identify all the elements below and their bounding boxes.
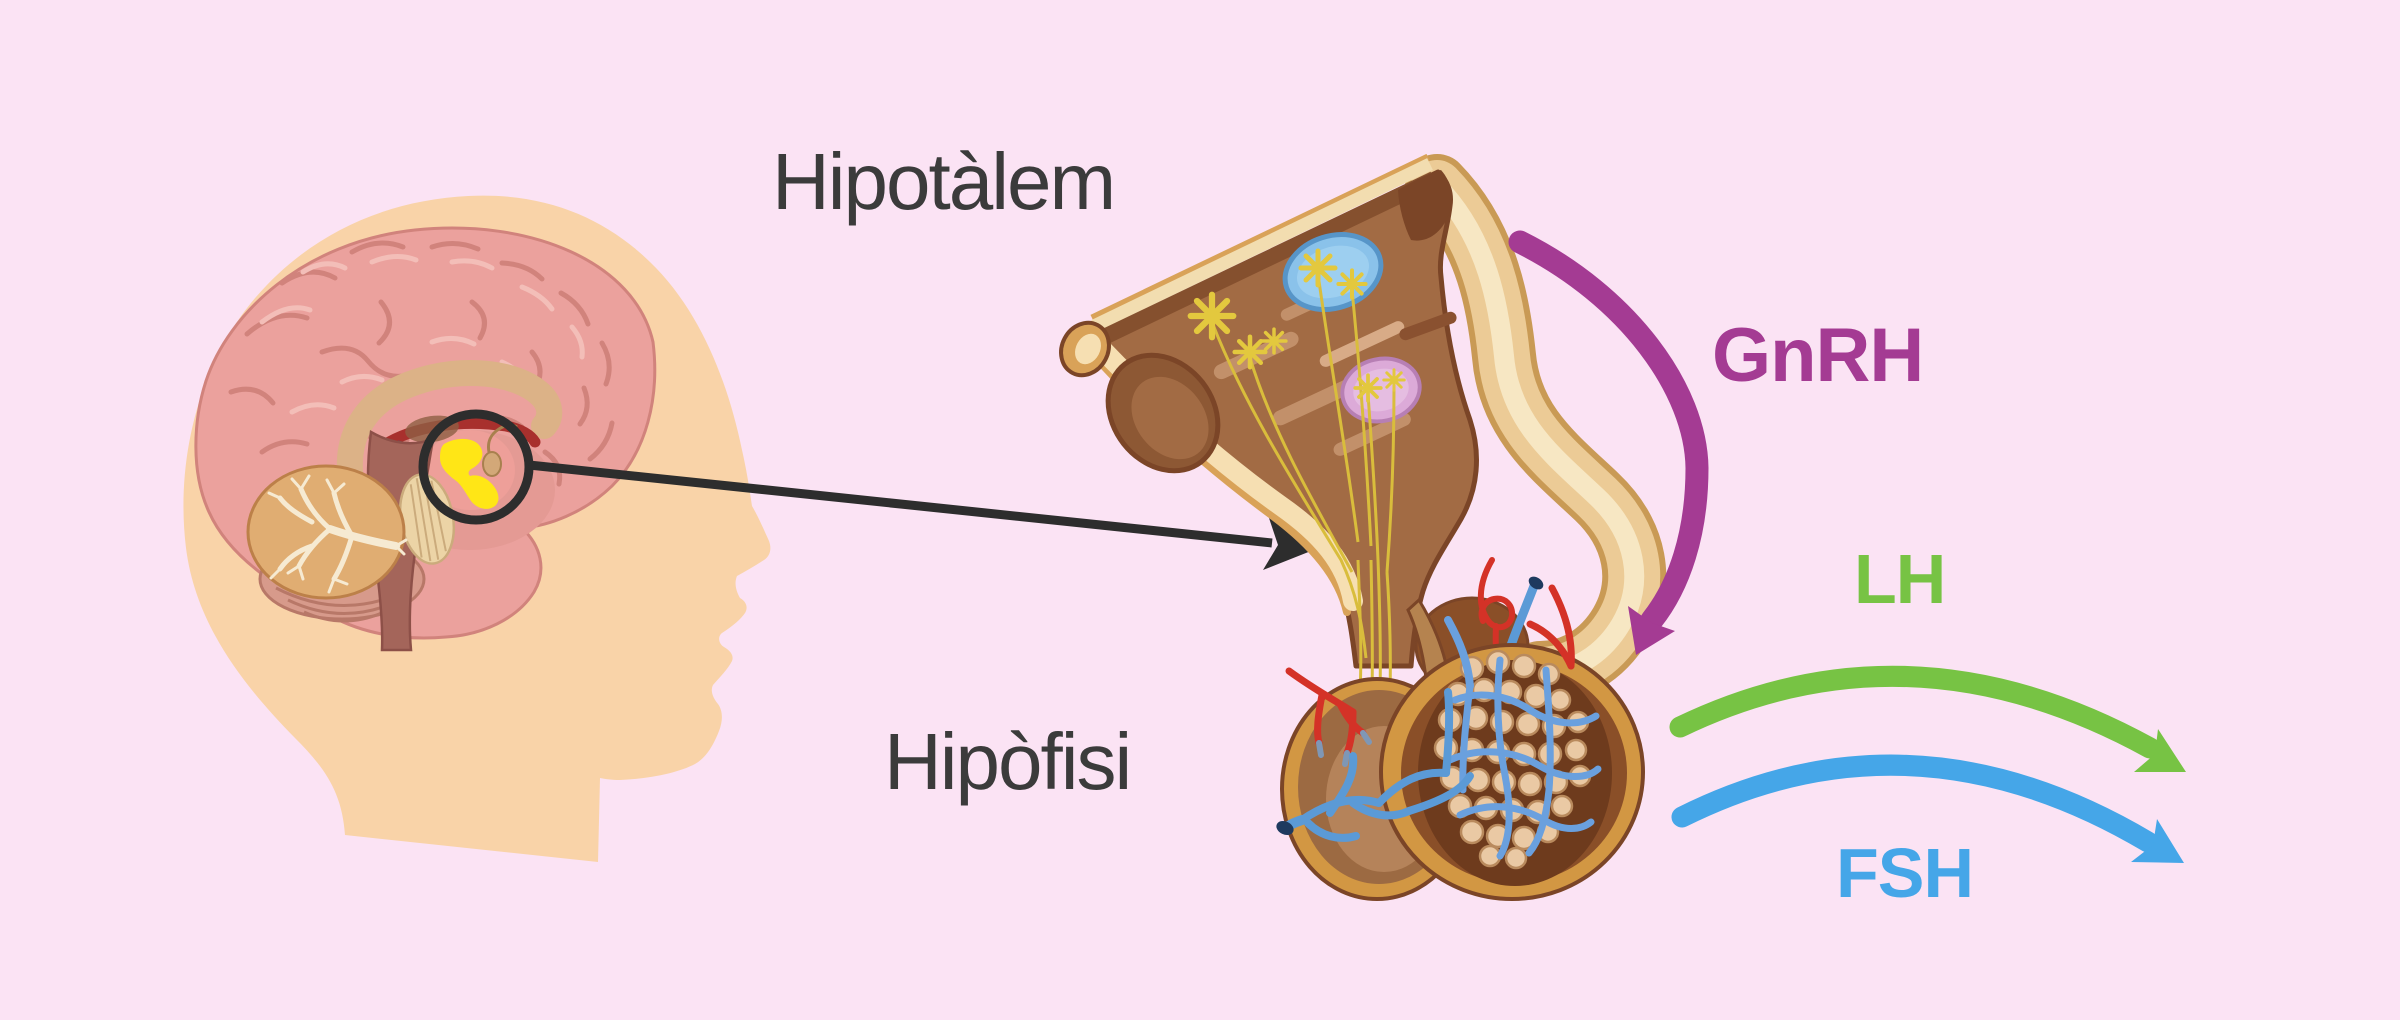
lh-arrow-shaft	[1669, 665, 2161, 759]
fsh-arrow	[1671, 754, 2184, 863]
pituitary-label: Hipòfisi	[884, 717, 1132, 806]
connector-arrowhead-icon	[1263, 518, 1316, 570]
cerebellum-arbor-vitae	[267, 474, 408, 594]
gnrh-arrowhead-icon	[1628, 606, 1675, 655]
pituitary-highlight-blob	[440, 438, 499, 509]
connector-line	[528, 460, 1273, 548]
mammillary-lobe	[1105, 352, 1221, 474]
wedge-top-dark	[1098, 171, 1438, 346]
vein-cut-end-lower	[1276, 820, 1294, 836]
wedge-top-gold	[1090, 153, 1430, 322]
connector	[528, 460, 1316, 570]
gnrh-label: GnRH	[1712, 313, 1924, 398]
lh-arrow	[1669, 665, 2186, 772]
wedge-top-cream	[1091, 158, 1433, 332]
wedge-flap	[1398, 170, 1452, 241]
artery-capillary-tips	[1316, 730, 1372, 767]
fsh-arrowhead-icon	[2131, 819, 2184, 863]
lh-arrowhead-icon	[2134, 729, 2186, 772]
anterior-lobe	[1379, 616, 1645, 901]
wedge-tip	[1059, 320, 1111, 378]
gnrh-arrow-shaft	[1508, 230, 1709, 632]
capillary-mesh	[1444, 616, 1602, 860]
fsh-arrow-shaft	[1671, 754, 2159, 853]
fsh-label: FSH	[1836, 834, 1974, 912]
gland-illustration	[1059, 153, 1667, 901]
ventricle-wall-curl	[1405, 154, 1667, 705]
anterior-artery	[1526, 584, 1575, 670]
lh-label: LH	[1854, 540, 1946, 618]
gnrh-arrow	[1508, 230, 1709, 655]
vein-cut-end	[1528, 576, 1544, 590]
head-illustration	[183, 195, 771, 862]
hypothalamus-label: Hipotàlem	[772, 137, 1116, 226]
